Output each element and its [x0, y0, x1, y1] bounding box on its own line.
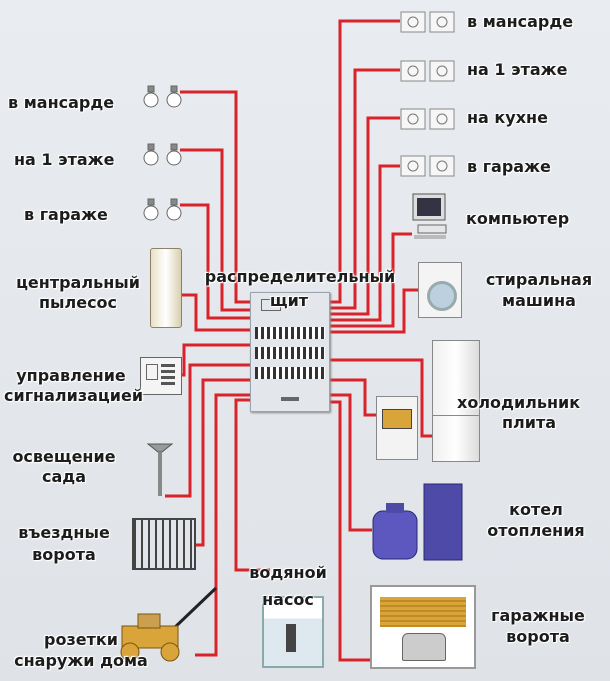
label-washer-line2: машина — [502, 291, 576, 310]
distribution-panel-icon — [250, 292, 330, 412]
socket-icon — [400, 108, 456, 134]
label-boiler-line2: отопления — [487, 521, 585, 540]
stove-icon — [376, 396, 418, 460]
light-bulb-icon — [142, 142, 184, 172]
label-outlets-line2: снаружи дома — [14, 651, 148, 670]
socket-icon — [400, 11, 456, 37]
computer-icon — [412, 193, 448, 245]
label-pump-line1: водяной — [249, 563, 327, 582]
label-gate-line2: ворота — [32, 545, 96, 564]
label-alarm-line1: управление — [16, 366, 126, 385]
label-alarm-line2: сигнализацией — [4, 386, 144, 405]
label-fridge: холодильник — [457, 393, 581, 412]
label-boiler-line1: котел — [509, 500, 563, 519]
light-bulb-icon — [142, 197, 184, 227]
label-pump-line2: насос — [262, 590, 314, 609]
boiler-icon — [372, 483, 464, 569]
label-lights-floor1: на 1 этаже — [14, 150, 115, 169]
socket-icon — [400, 60, 456, 86]
label-garage-door-line2: ворота — [506, 627, 570, 646]
gate-icon — [132, 518, 196, 570]
label-outlets-line1: розетки — [44, 630, 118, 649]
fridge-icon — [432, 340, 480, 462]
garage-door-icon — [370, 585, 476, 669]
alarm-panel-icon — [140, 357, 182, 395]
label-garden-line2: сада — [42, 467, 86, 486]
panel-title-line2: щит — [269, 291, 309, 310]
panel-title-line1: распределительный — [204, 267, 396, 286]
water-pump-icon — [262, 596, 324, 668]
label-vacuum-line2: пылесос — [38, 293, 118, 312]
label-washer-line1: стиральная — [485, 270, 593, 289]
label-sockets-kitchen: на кухне — [467, 108, 548, 127]
socket-icon — [400, 155, 456, 181]
label-vacuum-line1: центральный — [16, 273, 140, 292]
garden-lamp-icon — [145, 438, 175, 502]
label-sockets-garage: в гараже — [467, 157, 551, 176]
label-sockets-floor1: на 1 этаже — [467, 60, 568, 79]
wires — [165, 19, 432, 662]
label-garden-line1: освещение — [12, 447, 116, 466]
label-lights-attic: в мансарде — [8, 93, 115, 112]
label-gate-line1: въездные — [18, 523, 110, 542]
label-computer: компьютер — [466, 209, 570, 228]
label-stove: плита — [501, 413, 557, 432]
label-lights-garage: в гараже — [24, 205, 108, 224]
light-bulb-icon — [142, 84, 184, 114]
vacuum-icon — [150, 248, 182, 328]
label-sockets-attic: в мансарде — [467, 12, 574, 31]
washing-machine-icon — [418, 262, 462, 318]
label-garage-door-line1: гаражные — [491, 606, 585, 625]
lawn-mower-icon — [112, 586, 218, 666]
